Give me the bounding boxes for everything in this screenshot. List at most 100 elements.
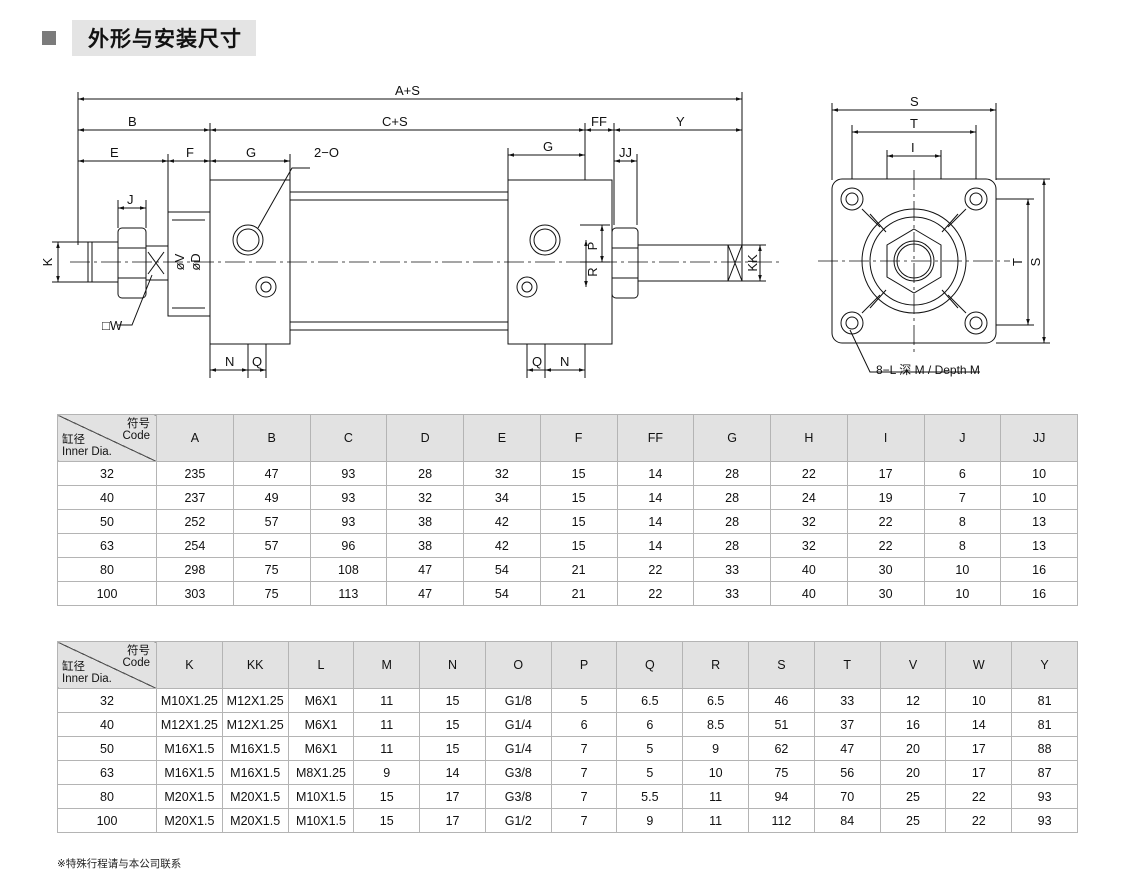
value-cell: 38 bbox=[386, 509, 464, 534]
column-header-t: T bbox=[813, 641, 881, 689]
label-b: B bbox=[128, 114, 137, 129]
column-header-ff: FF bbox=[616, 414, 695, 462]
value-cell: 22 bbox=[616, 557, 695, 582]
value-cell: G1/4 bbox=[484, 712, 552, 737]
value-cell: 70 bbox=[813, 784, 881, 809]
value-cell: 15 bbox=[353, 808, 421, 833]
column-header-i: I bbox=[846, 414, 925, 462]
corner-code-cn: 符号 bbox=[127, 645, 150, 657]
section-title: 外形与安装尺寸 bbox=[42, 20, 256, 56]
value-cell: 33 bbox=[693, 581, 771, 606]
value-cell: 28 bbox=[693, 533, 771, 558]
value-cell: 96 bbox=[309, 533, 388, 558]
value-cell: 15 bbox=[539, 533, 618, 558]
value-cell: 10 bbox=[945, 688, 1013, 713]
value-cell: 30 bbox=[846, 557, 925, 582]
label-jj: JJ bbox=[619, 145, 632, 160]
label-k: K bbox=[40, 257, 55, 266]
section-title-text: 外形与安装尺寸 bbox=[72, 20, 256, 56]
value-cell: 9 bbox=[682, 736, 750, 761]
value-cell: 20 bbox=[879, 760, 947, 785]
bore-cell: 63 bbox=[57, 760, 157, 785]
label-depth: 8−L 深 M / Depth M bbox=[876, 363, 980, 377]
value-cell: 81 bbox=[1011, 712, 1078, 737]
value-cell: 6.5 bbox=[616, 688, 684, 713]
value-cell: 16 bbox=[1000, 581, 1078, 606]
value-cell: 21 bbox=[539, 581, 618, 606]
value-cell: 108 bbox=[309, 557, 388, 582]
value-cell: 33 bbox=[693, 557, 771, 582]
bore-cell: 63 bbox=[57, 533, 157, 558]
value-cell: 75 bbox=[232, 557, 311, 582]
value-cell: 33 bbox=[813, 688, 881, 713]
corner-bore-cn: 缸径 bbox=[62, 661, 85, 673]
value-cell: 49 bbox=[232, 485, 311, 510]
column-header-d: D bbox=[386, 414, 464, 462]
value-cell: 93 bbox=[1011, 784, 1078, 809]
label-j: J bbox=[127, 192, 134, 207]
value-cell: 22 bbox=[846, 509, 925, 534]
value-cell: 7 bbox=[550, 760, 618, 785]
value-cell: 28 bbox=[693, 461, 771, 486]
value-cell: 9 bbox=[616, 808, 684, 833]
value-cell: 15 bbox=[539, 461, 618, 486]
value-cell: 10 bbox=[682, 760, 750, 785]
value-cell: 24 bbox=[770, 485, 848, 510]
value-cell: 9 bbox=[353, 760, 421, 785]
label-c-plus-s: C+S bbox=[382, 114, 408, 129]
value-cell: 17 bbox=[945, 736, 1013, 761]
column-header-c: C bbox=[309, 414, 388, 462]
value-cell: 22 bbox=[945, 808, 1013, 833]
label-p: P bbox=[585, 242, 600, 251]
value-cell: 40 bbox=[770, 581, 848, 606]
value-cell: M16X1.5 bbox=[156, 760, 223, 785]
value-cell: 28 bbox=[693, 509, 771, 534]
label-t-top: T bbox=[910, 116, 918, 131]
value-cell: 88 bbox=[1011, 736, 1078, 761]
column-header-w: W bbox=[945, 641, 1013, 689]
square-bullet-icon bbox=[42, 31, 56, 45]
bore-cell: 80 bbox=[57, 784, 157, 809]
label-q: Q bbox=[252, 354, 262, 369]
value-cell: 32 bbox=[770, 533, 848, 558]
value-cell: 22 bbox=[846, 533, 925, 558]
column-header-o: O bbox=[484, 641, 552, 689]
label-s-top: S bbox=[910, 94, 919, 109]
value-cell: 303 bbox=[156, 581, 234, 606]
value-cell: M6X1 bbox=[287, 688, 355, 713]
column-header-g: G bbox=[693, 414, 771, 462]
value-cell: 10 bbox=[1000, 461, 1078, 486]
value-cell: 15 bbox=[353, 784, 421, 809]
column-header-n: N bbox=[419, 641, 486, 689]
value-cell: 57 bbox=[232, 533, 311, 558]
value-cell: 8 bbox=[923, 509, 1002, 534]
value-cell: 237 bbox=[156, 485, 234, 510]
value-cell: 93 bbox=[1011, 808, 1078, 833]
column-header-v: V bbox=[879, 641, 947, 689]
value-cell: 7 bbox=[550, 736, 618, 761]
value-cell: 5 bbox=[616, 736, 684, 761]
value-cell: 40 bbox=[770, 557, 848, 582]
value-cell: 93 bbox=[309, 509, 388, 534]
value-cell: 75 bbox=[748, 760, 815, 785]
value-cell: M20X1.5 bbox=[221, 784, 289, 809]
column-header-y: Y bbox=[1011, 641, 1078, 689]
value-cell: 13 bbox=[1000, 533, 1078, 558]
value-cell: 254 bbox=[156, 533, 234, 558]
value-cell: 75 bbox=[232, 581, 311, 606]
value-cell: 16 bbox=[1000, 557, 1078, 582]
label-g-rear: G bbox=[543, 139, 553, 154]
column-header-jj: JJ bbox=[1000, 414, 1078, 462]
corner-bore-en: Inner Dia. bbox=[62, 446, 112, 458]
value-cell: 34 bbox=[463, 485, 541, 510]
label-w: □W bbox=[102, 318, 123, 333]
value-cell: 28 bbox=[386, 461, 464, 486]
value-cell: 93 bbox=[309, 461, 388, 486]
value-cell: 12 bbox=[879, 688, 947, 713]
